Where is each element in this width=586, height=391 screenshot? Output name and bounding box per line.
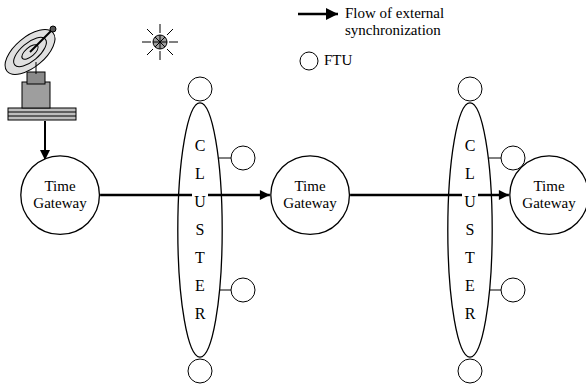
cluster-label: CLUSTER bbox=[462, 132, 478, 328]
gateway-circle: Time Gateway bbox=[509, 155, 586, 235]
satellite-symbol bbox=[142, 24, 178, 60]
gateway-circle: Time Gateway bbox=[20, 155, 100, 235]
sync-arrow bbox=[350, 194, 509, 197]
node-text-group: CLUSTER bbox=[192, 132, 208, 328]
gateway-label: Time Gateway bbox=[29, 178, 91, 211]
node-text-group: Time Gateway bbox=[29, 178, 91, 211]
gateway-circle: Time Gateway bbox=[270, 155, 350, 235]
node-text-group: Time Gateway bbox=[518, 178, 580, 211]
legend-arrow-sample bbox=[298, 13, 338, 16]
node-text-group: CLUSTER bbox=[462, 132, 478, 328]
satellite-dish bbox=[0, 21, 76, 120]
ftu-circles bbox=[188, 77, 525, 383]
cluster-label: CLUSTER bbox=[192, 132, 208, 328]
cluster-ellipse: CLUSTER bbox=[177, 102, 223, 358]
legend-ftu-sample bbox=[300, 52, 318, 70]
node-text-group: Time Gateway bbox=[279, 178, 341, 211]
sync-arrow bbox=[100, 194, 270, 197]
legend-text: FTU bbox=[324, 52, 404, 69]
legend-text: Flow of external synchronization bbox=[345, 5, 475, 38]
cluster-ellipse: CLUSTER bbox=[447, 102, 493, 358]
gateway-label: Time Gateway bbox=[518, 178, 580, 211]
gateway-label: Time Gateway bbox=[279, 178, 341, 211]
sync-arrow bbox=[44, 121, 46, 160]
